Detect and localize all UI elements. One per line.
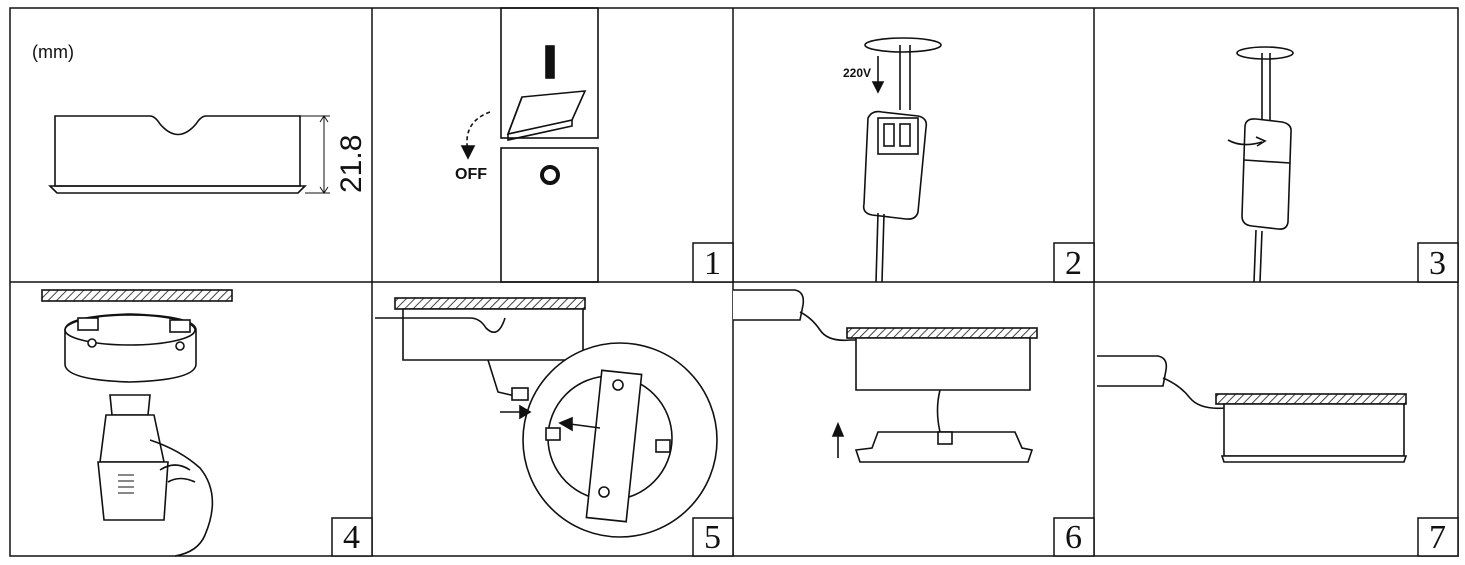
push-up-luminaire <box>733 289 1038 463</box>
step-number-5: 5 <box>704 519 721 556</box>
panel-grid <box>9 7 1459 557</box>
step-number-boxes <box>331 242 1459 557</box>
driver-closed <box>1227 46 1294 283</box>
drill-mounting <box>41 289 233 557</box>
off-label: OFF <box>455 166 487 183</box>
driver-wiring <box>862 37 942 283</box>
luminaire-side-profile <box>48 115 330 194</box>
step-number-2: 2 <box>1065 245 1082 282</box>
unit-label: (mm) <box>32 42 74 62</box>
wall-switch <box>460 7 599 283</box>
height-dimension-label: 21.8 <box>335 134 368 193</box>
step-number-3: 3 <box>1429 245 1446 282</box>
step-number-1: 1 <box>704 245 721 282</box>
step-number-6: 6 <box>1065 519 1082 556</box>
installed-luminaire <box>1097 355 1408 463</box>
voltage-label: 220V <box>843 66 872 80</box>
connect-luminaire <box>375 297 718 538</box>
step-number-7: 7 <box>1429 519 1446 556</box>
step-number-4: 4 <box>343 519 360 556</box>
